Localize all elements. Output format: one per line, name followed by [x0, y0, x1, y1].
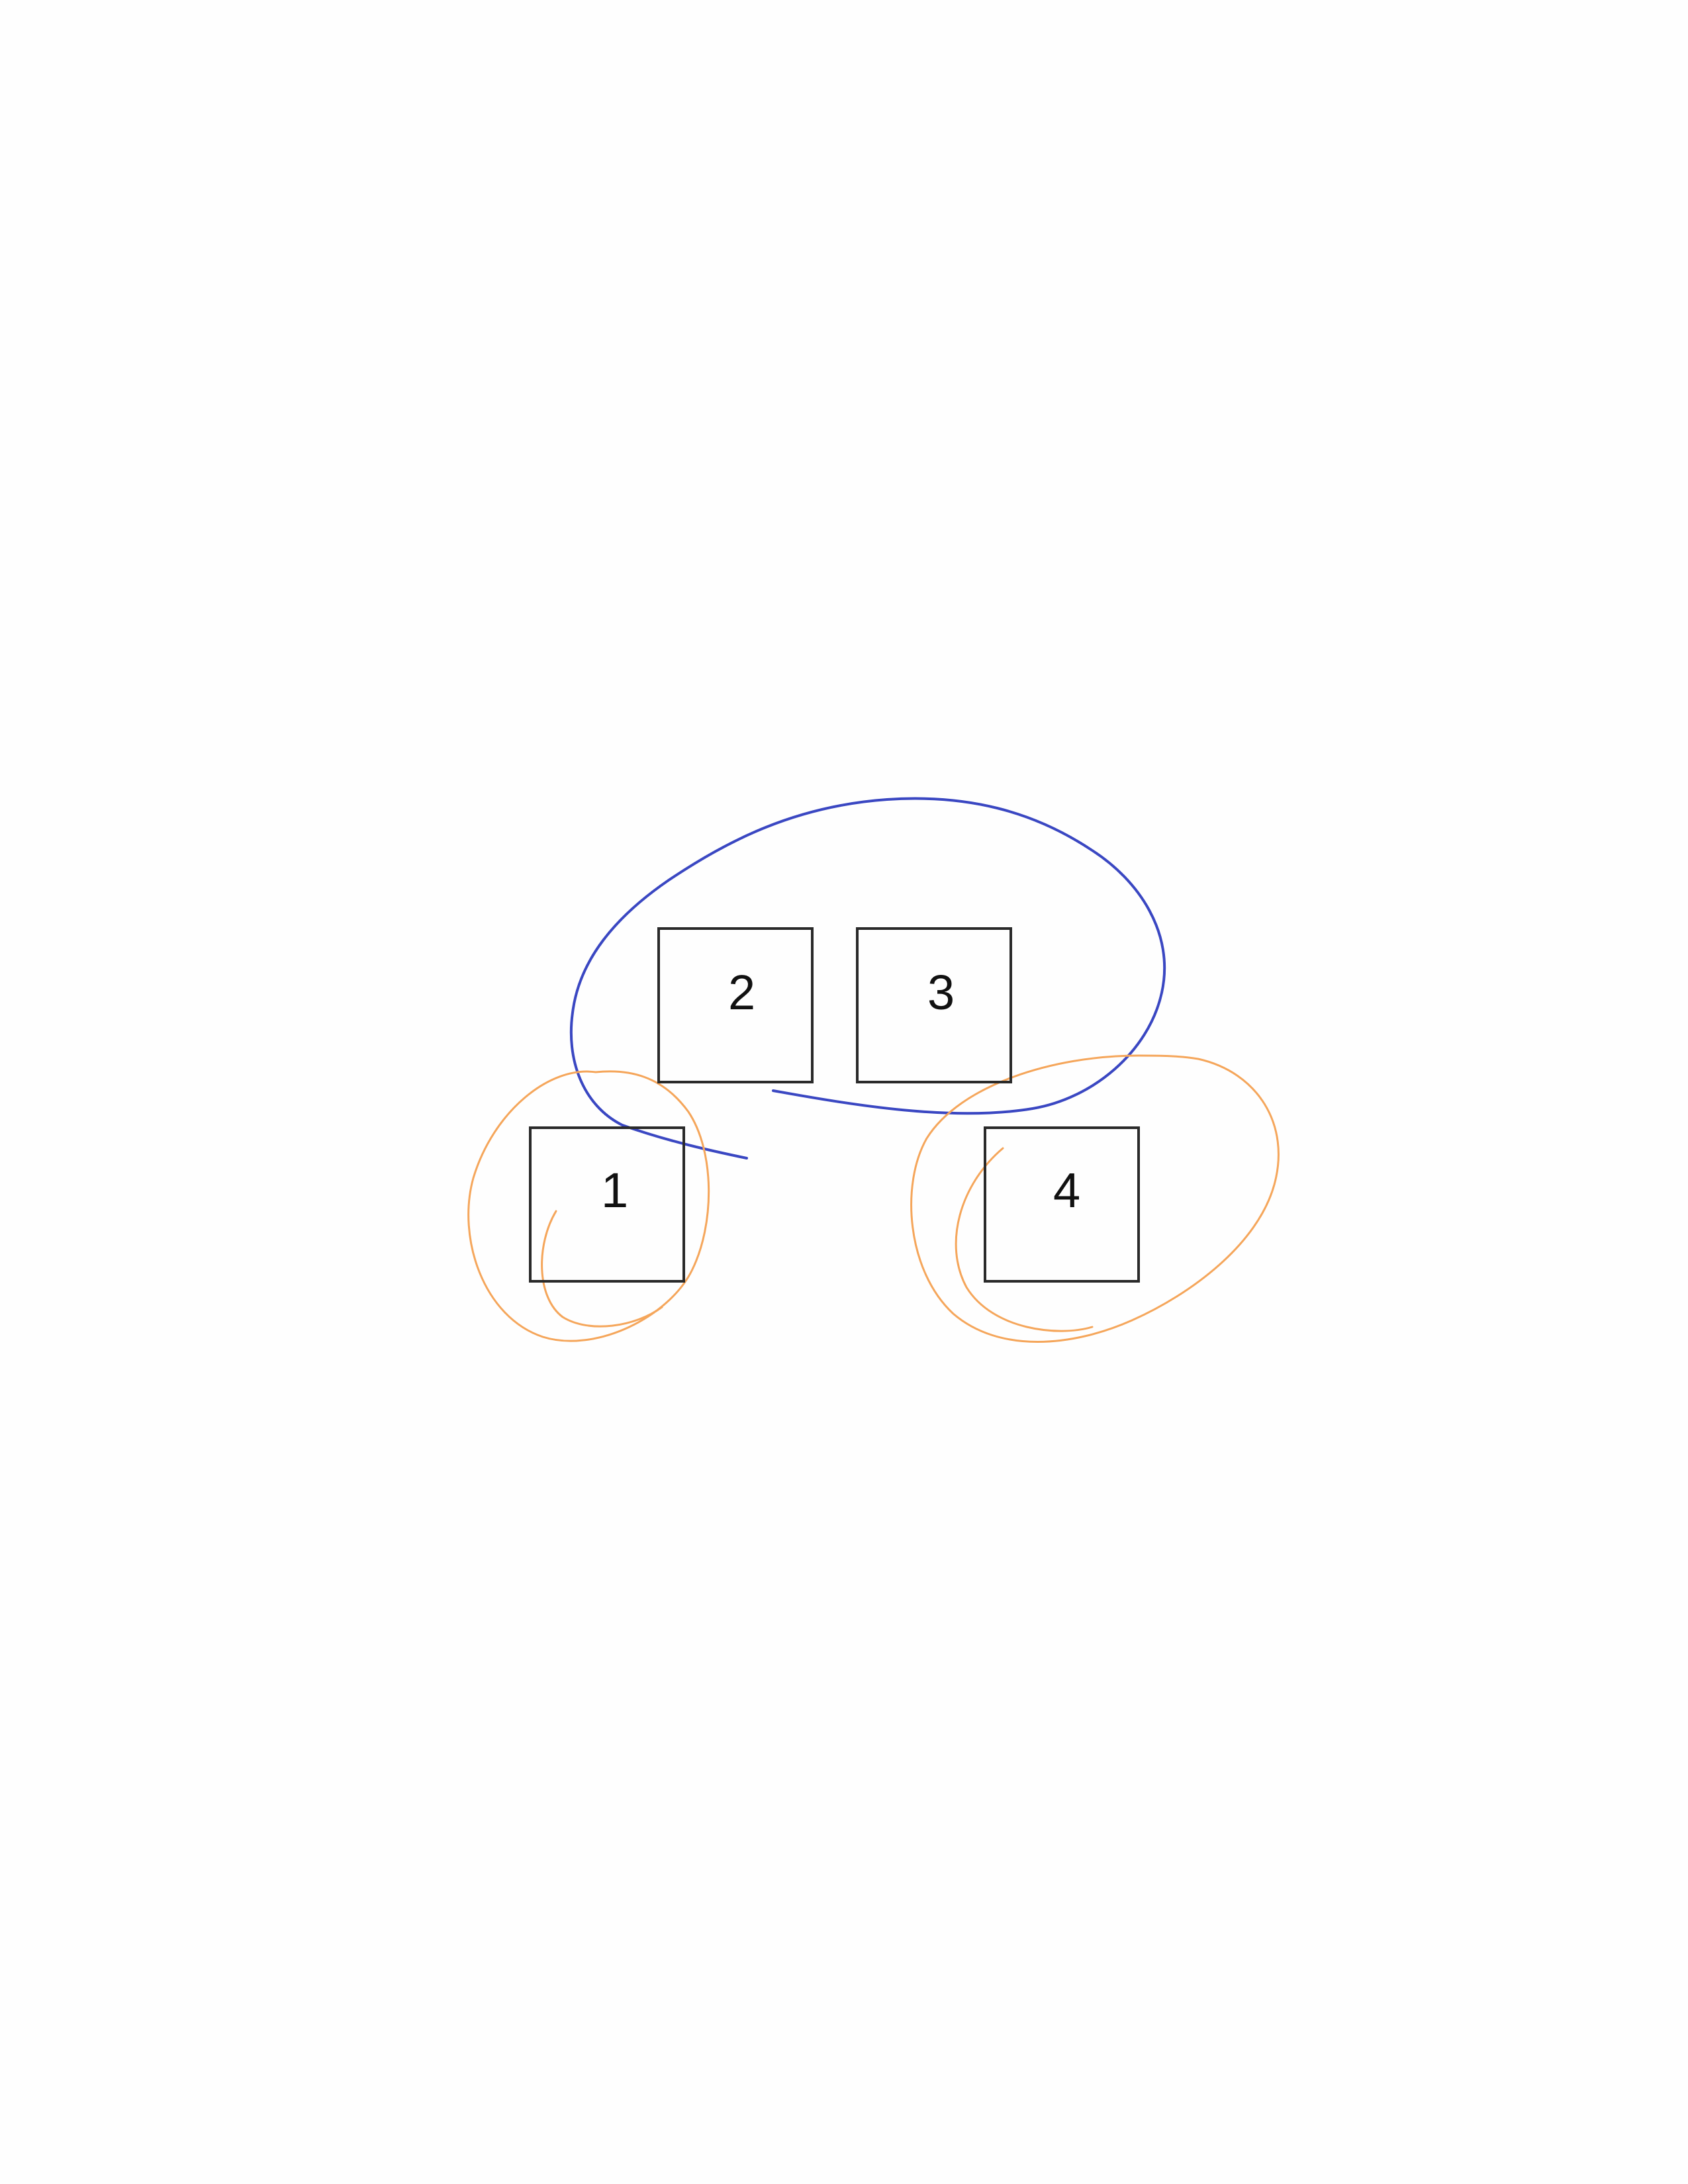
box-3-label: 3	[927, 965, 955, 1020]
box-4	[984, 1126, 1140, 1283]
box-2	[657, 927, 814, 1083]
box-3	[856, 927, 1012, 1083]
box-1	[529, 1126, 685, 1283]
box-2-label: 2	[728, 965, 756, 1020]
box-1-label: 1	[601, 1163, 629, 1218]
box-4-label: 4	[1053, 1163, 1081, 1218]
